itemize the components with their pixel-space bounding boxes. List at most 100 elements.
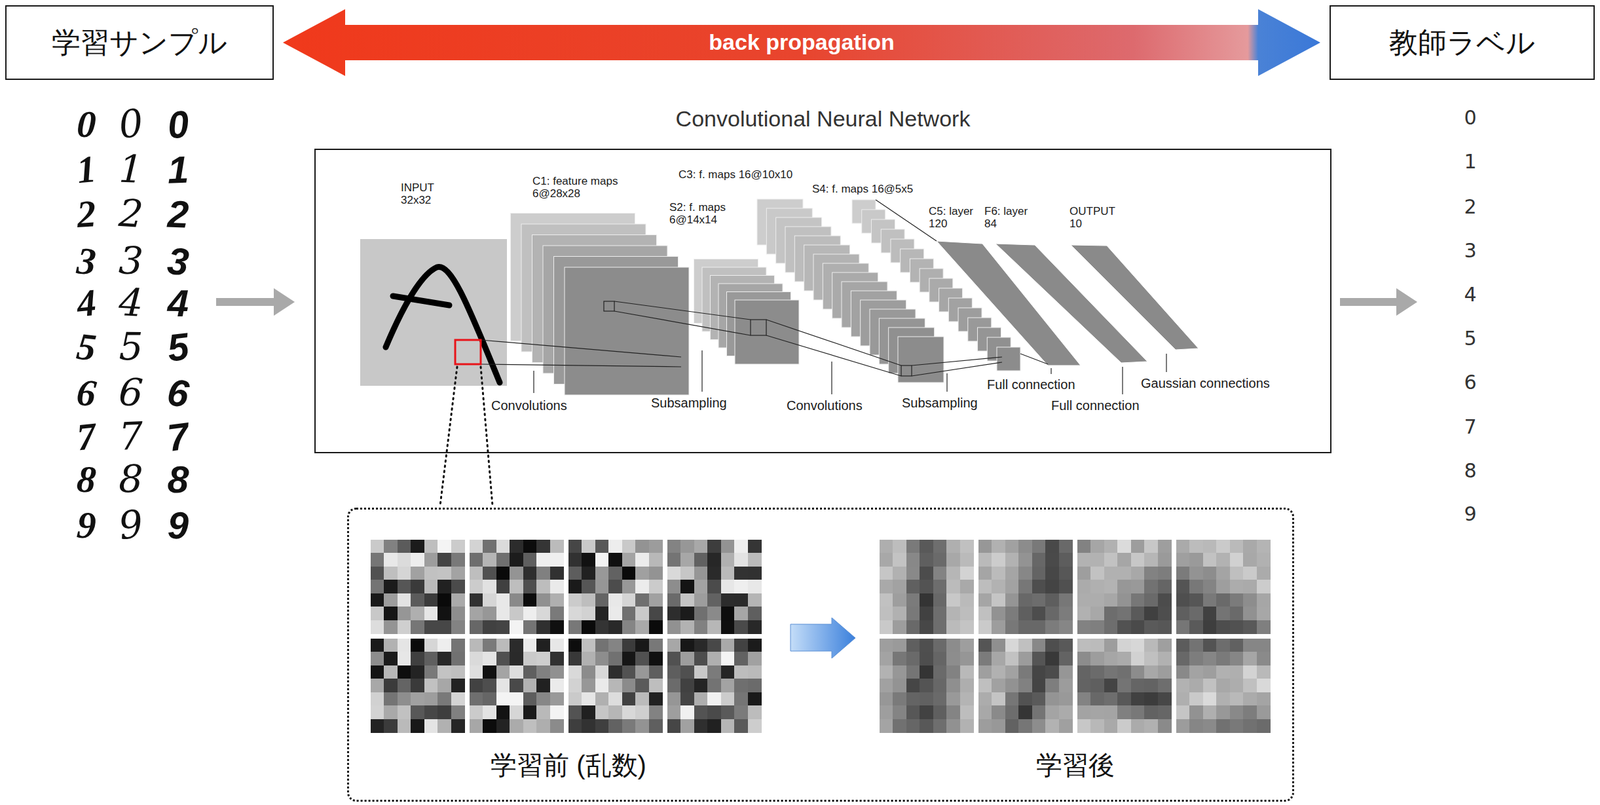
filter-cell <box>482 651 497 666</box>
layer-label: S4: f. maps 16@5x5 <box>812 183 913 196</box>
label-slot: 3 <box>165 239 191 284</box>
filter-cell <box>892 566 907 581</box>
filter-cell <box>550 665 564 680</box>
filter-cell <box>482 638 497 653</box>
filter-cell <box>1157 620 1172 634</box>
filter-cell <box>1005 692 1020 707</box>
filter-cell <box>946 678 961 693</box>
receptive-field <box>455 339 481 365</box>
filter-cell <box>595 566 610 581</box>
filter-cell <box>879 692 894 707</box>
filter-cell <box>933 593 948 608</box>
filter-cell <box>1018 651 1033 666</box>
filter-cell <box>1144 593 1158 608</box>
filter-cell <box>946 651 961 666</box>
filter-cell <box>509 579 524 594</box>
handwritten-digit: 2 <box>167 193 190 236</box>
filter-cell <box>978 705 993 720</box>
filter-cell <box>747 651 762 666</box>
filter-cell <box>747 678 762 693</box>
filter-cell <box>383 692 398 707</box>
filter-cell <box>635 705 650 720</box>
filter-cell <box>536 539 551 554</box>
filter-cell <box>437 692 452 707</box>
filter-cell <box>523 593 538 608</box>
filter-cell <box>1045 552 1060 567</box>
label-slot: Subsampling <box>901 395 978 410</box>
label-slot: 7 <box>117 415 144 458</box>
filter-cell <box>1090 638 1105 653</box>
filter-cell <box>649 719 663 733</box>
filter-cell <box>1203 552 1217 567</box>
filter-cell <box>1157 638 1172 653</box>
filter-cell <box>694 692 708 707</box>
filter-cell <box>919 539 934 554</box>
filter-cell <box>991 593 1006 608</box>
filter-cell <box>550 539 564 554</box>
filter-cell <box>550 606 564 621</box>
filter-cell <box>1189 705 1204 720</box>
filter-cell <box>1203 579 1217 594</box>
filter-cell <box>946 692 961 707</box>
filter-cell <box>451 678 466 693</box>
filter-cell <box>1216 620 1230 634</box>
filter-cell <box>1059 651 1073 666</box>
filter-cell <box>482 678 497 693</box>
filter-cell <box>1157 719 1172 733</box>
filter-cell <box>622 692 636 707</box>
filter-cell <box>536 566 551 581</box>
filter-cell <box>1131 552 1145 567</box>
filter-cell <box>595 651 610 666</box>
filter-cell <box>509 539 524 554</box>
filter-cell <box>991 620 1006 634</box>
filter-cell <box>410 719 425 733</box>
filter-cell <box>747 606 762 621</box>
filter-cell <box>892 692 907 707</box>
projection-line <box>875 199 937 242</box>
handwritten-digit: 0 <box>165 102 191 147</box>
filter-cell <box>1059 620 1073 634</box>
filter-cell <box>1256 638 1271 653</box>
filter-cell <box>906 665 921 680</box>
filter-cell <box>680 665 695 680</box>
filter-cell <box>933 620 948 634</box>
filter-cell <box>879 566 894 581</box>
filter-cell <box>383 665 398 680</box>
filter-cell <box>991 651 1006 666</box>
filter-cell <box>635 593 650 608</box>
filter-cell <box>1243 638 1257 653</box>
filter-cell <box>1256 593 1271 608</box>
filter-cell <box>550 678 564 693</box>
filter-cell <box>1032 719 1046 733</box>
filter-cell <box>906 651 921 666</box>
filter-cell <box>734 651 748 666</box>
label-slot: 6 <box>165 370 192 416</box>
filter-cell <box>635 539 650 554</box>
filter-cell <box>1077 678 1092 693</box>
filter-cell <box>1032 606 1046 621</box>
filter-cell <box>879 539 894 554</box>
label-slot: C3: f. maps 16@10x10 <box>678 168 793 182</box>
filter-cell <box>496 705 511 720</box>
filter-cell <box>509 705 524 720</box>
receptive-field <box>901 365 912 376</box>
filter-cell <box>1157 579 1172 594</box>
filter-cell <box>410 539 425 554</box>
filter-cell <box>667 692 682 707</box>
filter-cell <box>1256 705 1271 720</box>
filter-cell <box>1229 651 1244 666</box>
filter-cell <box>1243 539 1257 554</box>
filter-cell <box>680 552 695 567</box>
filter-cell <box>469 606 484 621</box>
filter-cell <box>649 705 663 720</box>
filter-cell <box>1176 665 1191 680</box>
filter-cell <box>1077 719 1092 733</box>
filter-cell <box>667 566 682 581</box>
label-slot: 0 <box>165 102 191 147</box>
filter-cell <box>1059 606 1073 621</box>
text-slot: 学習前 (乱数) <box>490 749 647 781</box>
filter-cell <box>1131 692 1145 707</box>
tick-line <box>701 350 703 392</box>
filter-cell <box>1229 539 1244 554</box>
filter-cell <box>568 638 583 653</box>
